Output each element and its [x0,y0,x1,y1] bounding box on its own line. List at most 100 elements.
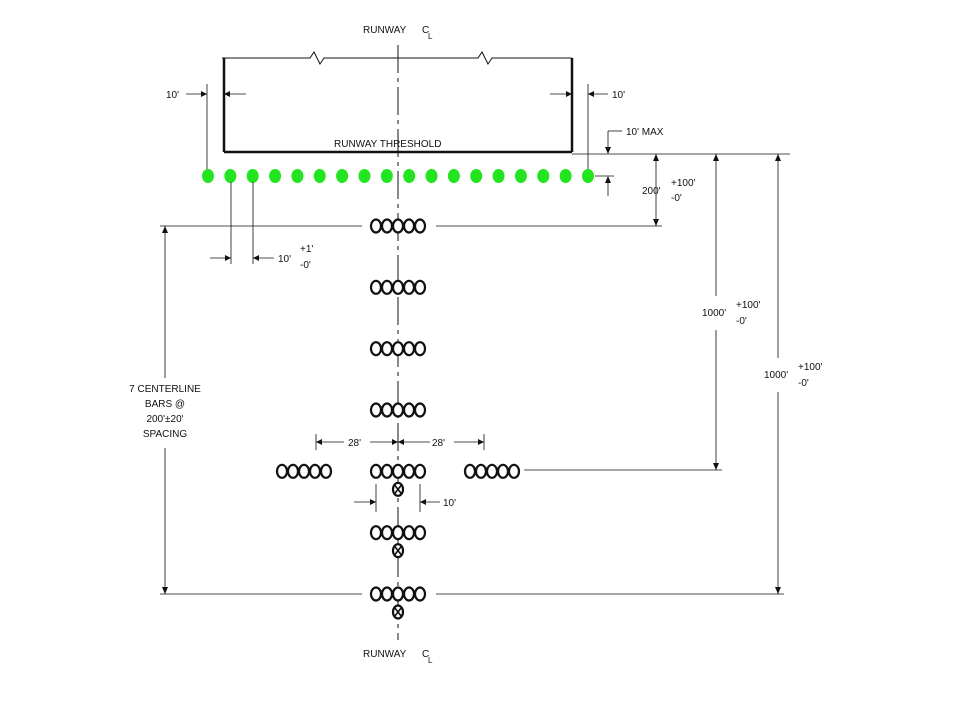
centerline-bar [369,218,427,234]
crossbar-lamp [286,463,300,479]
centerline-bar [369,341,427,357]
svg-text:7 CENTERLINE: 7 CENTERLINE [129,384,201,395]
threshold-light [380,169,393,183]
centerline-lamp [380,279,394,295]
crossbar-offset-dimensions: 28' 28' [315,434,485,450]
svg-text:+1': +1' [300,244,313,255]
centerline-lamp [369,218,383,234]
centerline-lamp [380,586,394,602]
threshold-light [492,169,505,183]
crossbar-lamp [297,463,311,479]
centerline-bars [369,218,427,620]
svg-text:L: L [428,32,433,41]
svg-text:-0': -0' [736,316,747,327]
svg-text:10': 10' [278,254,291,265]
threshold-light [202,169,214,183]
centerline-lamp [369,402,383,418]
crossbar-lamp [275,463,289,479]
svg-text:200': 200' [642,186,661,197]
threshold-to-crossbar-dimension: 1000' +100' -0' [524,154,761,471]
svg-text:-0': -0' [671,193,682,204]
centerline-lamp [369,586,383,602]
crossbar-lamp [463,463,477,479]
crossbars [275,463,521,479]
svg-text:10' MAX: 10' MAX [626,127,664,138]
centerline-bar [369,525,427,559]
centerline-lamp [413,525,427,541]
right-offset-dimension: 10' [550,84,625,172]
centerline-lamp [380,341,394,357]
centerline-lamp [391,402,405,418]
centerline-lamp [380,218,394,234]
centerline-lamp [380,463,394,479]
threshold-to-first-bar-dimension: 200' +100' -0' [436,154,696,227]
svg-text:28': 28' [432,438,445,449]
centerline-lamp [413,341,427,357]
centerline-lamp [402,218,416,234]
extra-lamp-mark [393,545,403,556]
svg-text:200'±20': 200'±20' [146,414,183,425]
centerline-lamp [391,463,405,479]
svg-text:10': 10' [166,90,179,101]
centerline-lamp [413,586,427,602]
crossbar-lamp [507,463,521,479]
threshold-light [403,169,416,183]
centerline-lamp [402,279,416,295]
svg-text:-0': -0' [798,378,809,389]
threshold-light [447,169,460,183]
crossbar-lamp [485,463,499,479]
runway-end-outline [222,51,574,154]
threshold-light [358,169,371,183]
threshold-light [470,169,483,183]
centerline-bars-dimension: 7 CENTERLINE BARS @ 200'±20' SPACING [129,225,362,595]
threshold-light [313,169,326,183]
crossbar-lamp [308,463,322,479]
centerline-lamp [391,218,405,234]
crossbar-lamp [474,463,488,479]
svg-text:28': 28' [348,438,361,449]
centerline-lamp [413,218,427,234]
svg-text:+100': +100' [736,300,761,311]
runway-centerline-label-top: RUNWAY C L [363,25,433,41]
svg-text:1000': 1000' [702,308,726,319]
svg-text:L: L [428,656,433,665]
crossbar-right [463,463,521,479]
extra-lamp-mark [393,484,403,495]
centerline-lamp [391,279,405,295]
first-to-last-bar-dimension: 1000' +100' -0' [436,154,823,595]
threshold-light [291,169,304,183]
centerline-lamp [402,586,416,602]
svg-text:10': 10' [443,498,456,509]
threshold-light [224,169,237,183]
threshold-light [269,169,282,183]
runway-threshold-label: RUNWAY THRESHOLD [334,139,441,150]
svg-text:+100': +100' [671,178,696,189]
crossbar-left [275,463,333,479]
centerline-lamp [413,279,427,295]
svg-text:C: C [422,25,429,36]
svg-text:-0': -0' [300,260,311,271]
centerline-lamp [380,525,394,541]
centerline-lamp [413,402,427,418]
centerline-lamp [369,341,383,357]
crossbar-lamp [319,463,333,479]
centerline-lamp [369,525,383,541]
centerline-lamp [391,586,405,602]
centerline-lamp [391,341,405,357]
svg-text:SPACING: SPACING [143,429,187,440]
svg-text:BARS @: BARS @ [145,399,185,410]
threshold-light [514,169,527,183]
centerline-lamp [402,463,416,479]
threshold-light [582,169,594,183]
svg-text:RUNWAY: RUNWAY [363,649,407,660]
svg-text:+100': +100' [798,362,823,373]
threshold-lights [202,169,594,183]
centerline-lamp [402,525,416,541]
threshold-light [425,169,438,183]
threshold-light [246,169,259,183]
centerline-bar [369,279,427,295]
extra-lamp-mark [393,607,403,617]
runway-centerline-label-bottom: RUNWAY C L [363,649,433,665]
centerline-lamp [402,402,416,418]
centerline-lamp [413,463,427,479]
